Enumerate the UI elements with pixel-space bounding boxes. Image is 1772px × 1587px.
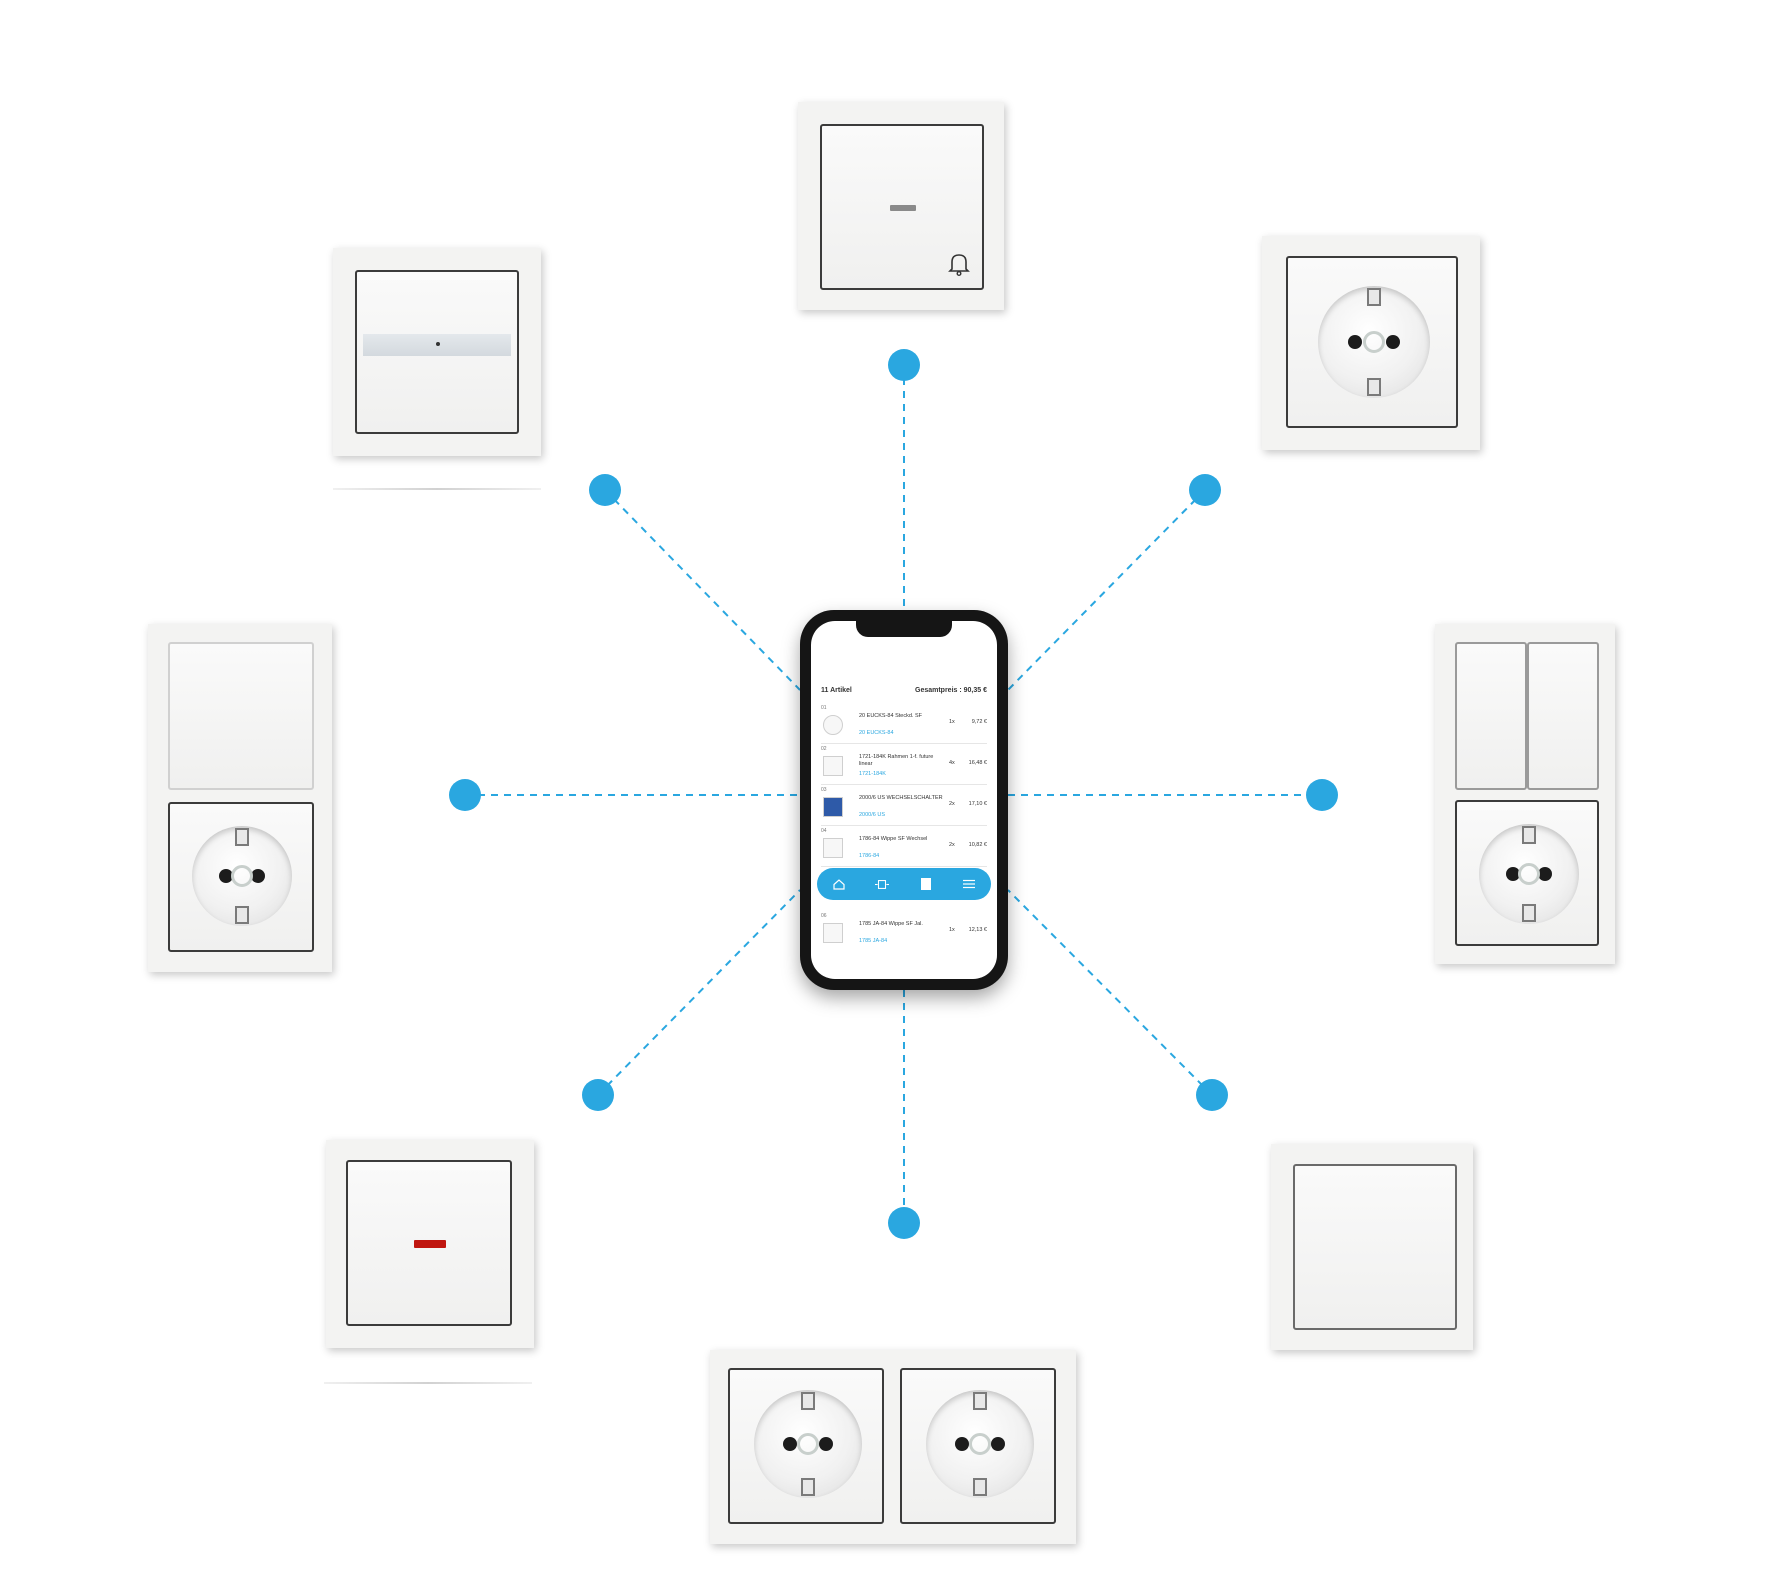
socket-insert-right xyxy=(900,1368,1056,1524)
list-item[interactable]: 04 1786-84 Wippe SF Wechsel 1786-84 2x 1… xyxy=(821,826,987,867)
list-item[interactable]: 06 1785 JA-84 Wippe SF Jal. 1785 JA-84 1… xyxy=(821,913,987,944)
node-dot-top-right[interactable] xyxy=(1189,474,1221,506)
cart-list: 01 20 EUCKS-84 Steckd. SF 20 EUCKS-84 1x… xyxy=(821,703,987,951)
list-item[interactable]: 03 2000/6 US WECHSELSCHALTER 2000/6 US 2… xyxy=(821,785,987,826)
connector-top-left xyxy=(604,489,801,691)
double-switch-socket-tile[interactable] xyxy=(1435,624,1615,964)
smartphone: 11 Artikel Gesamtpreis : 90,35 € 01 20 E… xyxy=(800,610,1008,990)
article-count: 11 Artikel xyxy=(821,687,852,694)
bell-switch-tile[interactable] xyxy=(798,102,1004,310)
socket-face xyxy=(1318,286,1430,398)
node-dot-top[interactable] xyxy=(888,349,920,381)
plain-switch-tile[interactable] xyxy=(1271,1144,1473,1350)
socket-insert-left xyxy=(728,1368,884,1524)
bell-switch-rocker xyxy=(820,124,984,290)
product-thumbnail xyxy=(823,715,843,735)
bell-icon xyxy=(948,254,970,276)
tile-reflection xyxy=(324,1382,532,1384)
cart-icon[interactable] xyxy=(919,878,933,890)
phone-notch xyxy=(856,621,952,637)
node-dot-top-left[interactable] xyxy=(589,474,621,506)
status-led xyxy=(436,342,440,346)
socket-face xyxy=(1479,824,1579,924)
product-thumbnail xyxy=(823,838,843,858)
earth-contact xyxy=(1363,331,1385,353)
connector-bottom-right xyxy=(1007,889,1213,1096)
connector-bottom-left xyxy=(597,889,801,1096)
red-indicator xyxy=(414,1240,446,1248)
socket-insert xyxy=(1286,256,1458,428)
double-socket-tile[interactable] xyxy=(710,1350,1076,1544)
switch-socket-combo-tile[interactable] xyxy=(148,624,332,972)
product-thumbnail xyxy=(823,756,843,776)
node-dot-bottom-left[interactable] xyxy=(582,1079,614,1111)
connector-top-right xyxy=(1007,489,1206,691)
node-dot-right[interactable] xyxy=(1306,779,1338,811)
indicator-slot xyxy=(890,205,916,211)
indicator-switch-tile[interactable] xyxy=(326,1140,534,1348)
product-thumbnail xyxy=(823,797,843,817)
tile-reflection xyxy=(333,488,541,490)
combo-socket-insert xyxy=(168,802,314,952)
node-dot-bottom[interactable] xyxy=(888,1207,920,1239)
bottom-tab-bar xyxy=(817,868,991,900)
node-dot-left[interactable] xyxy=(449,779,481,811)
node-dot-bottom-right[interactable] xyxy=(1196,1079,1228,1111)
home-icon[interactable] xyxy=(832,878,846,890)
double-rocker-right xyxy=(1527,642,1599,790)
combo-switch-rocker xyxy=(168,642,314,790)
phone-screen: 11 Artikel Gesamtpreis : 90,35 € 01 20 E… xyxy=(811,621,997,979)
cart-header: 11 Artikel Gesamtpreis : 90,35 € xyxy=(821,687,987,694)
socket-insert xyxy=(1455,800,1599,946)
socket-face xyxy=(754,1390,862,1498)
plain-switch-rocker xyxy=(1293,1164,1457,1330)
list-item[interactable]: 01 20 EUCKS-84 Steckd. SF 20 EUCKS-84 1x… xyxy=(821,703,987,744)
socket-tile[interactable] xyxy=(1262,236,1480,450)
socket-face xyxy=(926,1390,1034,1498)
indicator-switch-rocker xyxy=(346,1160,512,1326)
smart-switch-rocker xyxy=(355,270,519,434)
double-rocker-left xyxy=(1455,642,1527,790)
menu-icon[interactable] xyxy=(962,878,976,890)
total-price: Gesamtpreis : 90,35 € xyxy=(915,687,987,694)
product-thumbnail xyxy=(823,923,843,943)
socket-face xyxy=(192,826,292,926)
list-item[interactable]: 02 1721-184K Rahmen 1-f. future linear 1… xyxy=(821,744,987,785)
smart-switch-tile[interactable] xyxy=(333,248,541,456)
scan-icon[interactable] xyxy=(875,878,890,890)
